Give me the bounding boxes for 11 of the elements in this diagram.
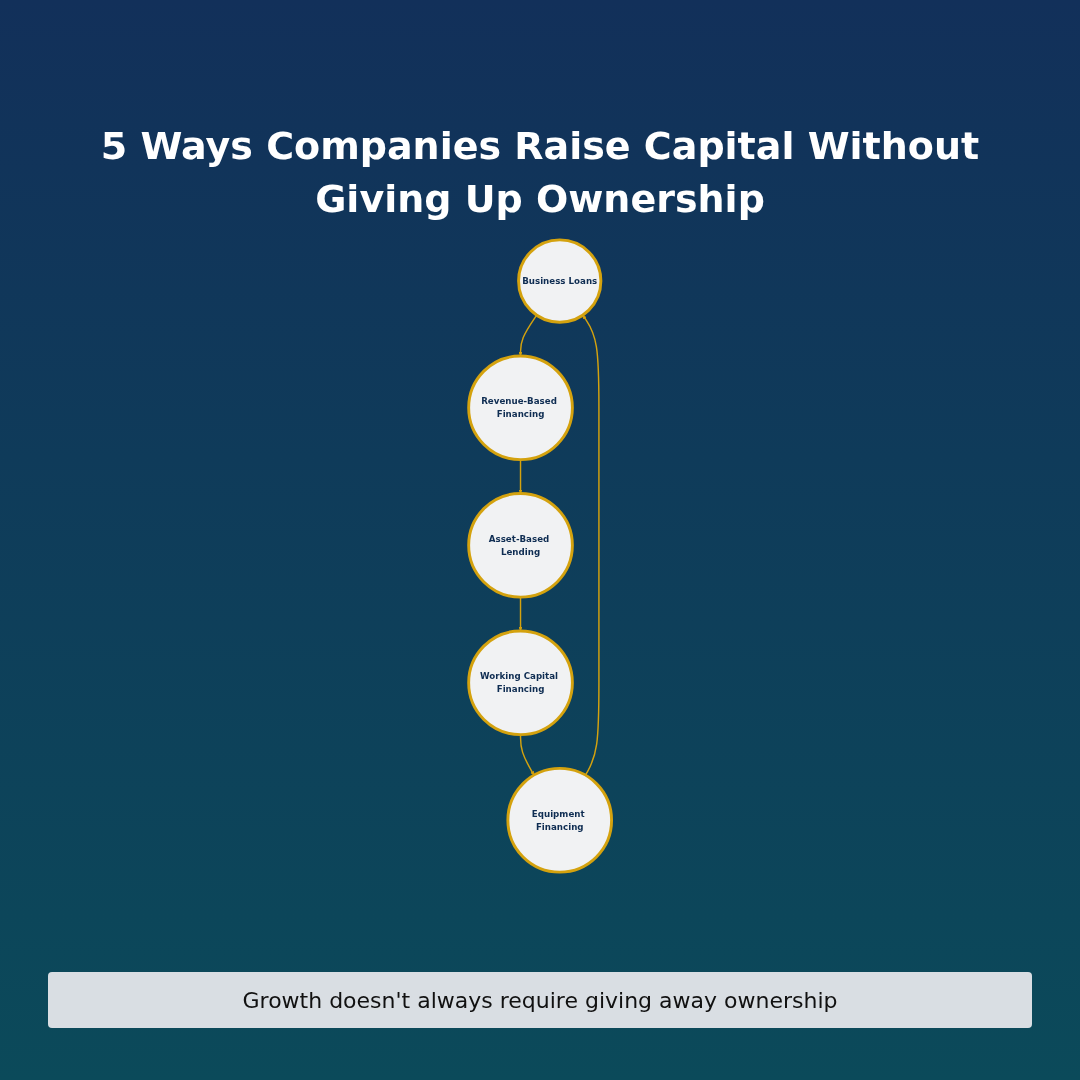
title: 5 Ways Companies Raise Capital Without Giving Up Ownership [99, 123, 981, 224]
node-circle: Business Loans [517, 238, 603, 324]
caption-banner: Growth doesn't always require giving away ownership [48, 972, 1032, 1028]
node-circle: Equipment Financing [506, 767, 613, 874]
node-circle: Revenue-Based Financing [467, 354, 574, 462]
node-circle: Working Capital Financing [467, 629, 574, 737]
arrow [519, 734, 535, 776]
arrow [518, 314, 538, 357]
node-circle: Asset-Based Lending [467, 492, 574, 599]
arrow [518, 459, 523, 494]
arrow [582, 315, 600, 777]
